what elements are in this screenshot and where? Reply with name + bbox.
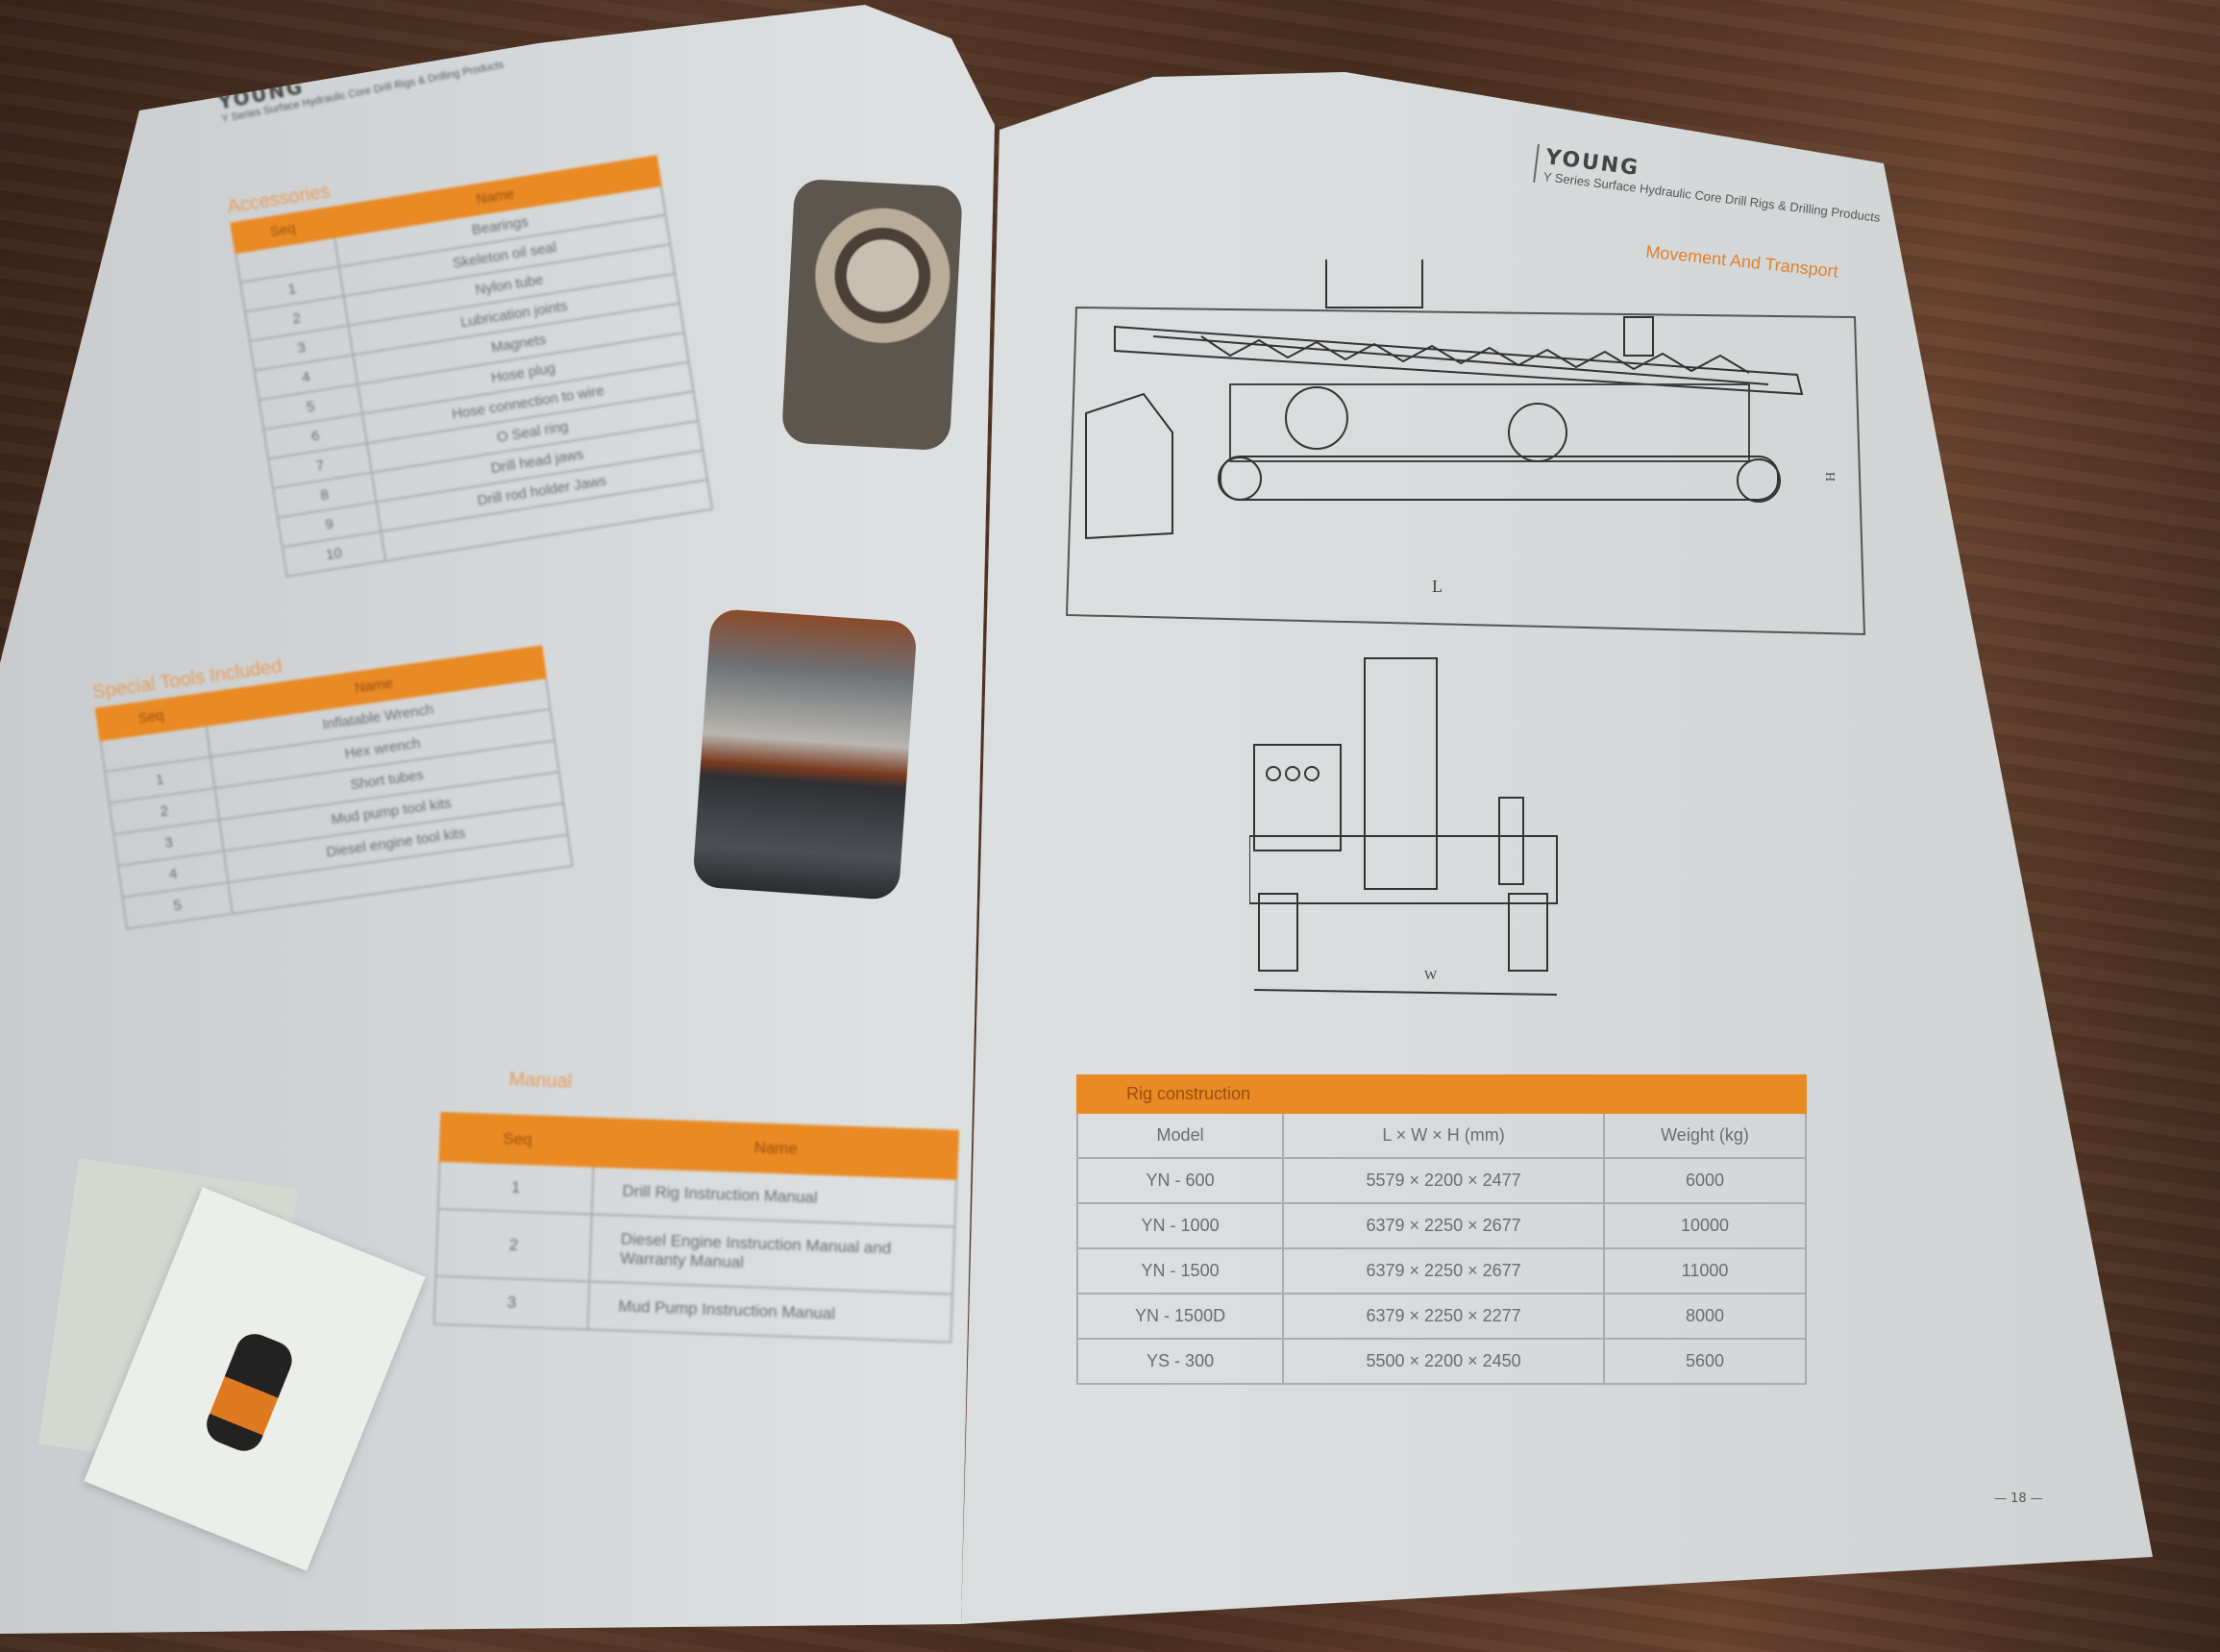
table-cell: 3 [433,1275,590,1330]
column-header: L × W × H (mm) [1282,1112,1605,1159]
table-cell: 5579 × 2200 × 2477 [1282,1157,1605,1204]
table-cell: 6379 × 2250 × 2277 [1282,1293,1605,1340]
table-cell: 2 [435,1208,592,1282]
column-header: Seq [439,1113,596,1167]
length-label: L [1432,577,1443,596]
table-cell: 5500 × 2200 × 2450 [1282,1338,1605,1385]
right-header: YOUNG Y Series Surface Hydraulic Core Dr… [1533,144,1885,225]
height-label: H [1822,471,1838,482]
manual-title: Manual [508,1069,573,1093]
table-cell: Diesel Engine Instruction Manual and War… [589,1214,955,1294]
table-cell: 5600 [1603,1338,1807,1385]
table-cell: 1 [437,1160,594,1215]
table-cell: 6379 × 2250 × 2677 [1282,1202,1605,1249]
table-cell: 10000 [1603,1202,1807,1249]
tool-case-photo [692,607,918,901]
table-cell: 8000 [1603,1293,1807,1340]
table-cell: 6000 [1603,1157,1807,1204]
side-view-drawing [1065,259,1866,636]
table-cell: YS - 300 [1075,1338,1285,1385]
table-title: Rig construction [1076,1074,1807,1114]
table-cell: YN - 600 [1075,1157,1285,1204]
table-cell: YN - 1500 [1075,1247,1285,1294]
column-header: Weight (kg) [1603,1112,1807,1159]
column-header: Model [1075,1112,1285,1159]
table-cell: YN - 1000 [1075,1202,1285,1249]
page-number: — 18 — [1994,1492,2043,1506]
table-cell: 6379 × 2250 × 2677 [1282,1247,1605,1294]
width-label: W [1424,969,1438,983]
front-view-drawing [1249,657,1558,996]
bearings-seals-photo [780,178,964,452]
table-cell: 11000 [1603,1247,1807,1294]
table-cell: YN - 1500D [1075,1293,1285,1340]
